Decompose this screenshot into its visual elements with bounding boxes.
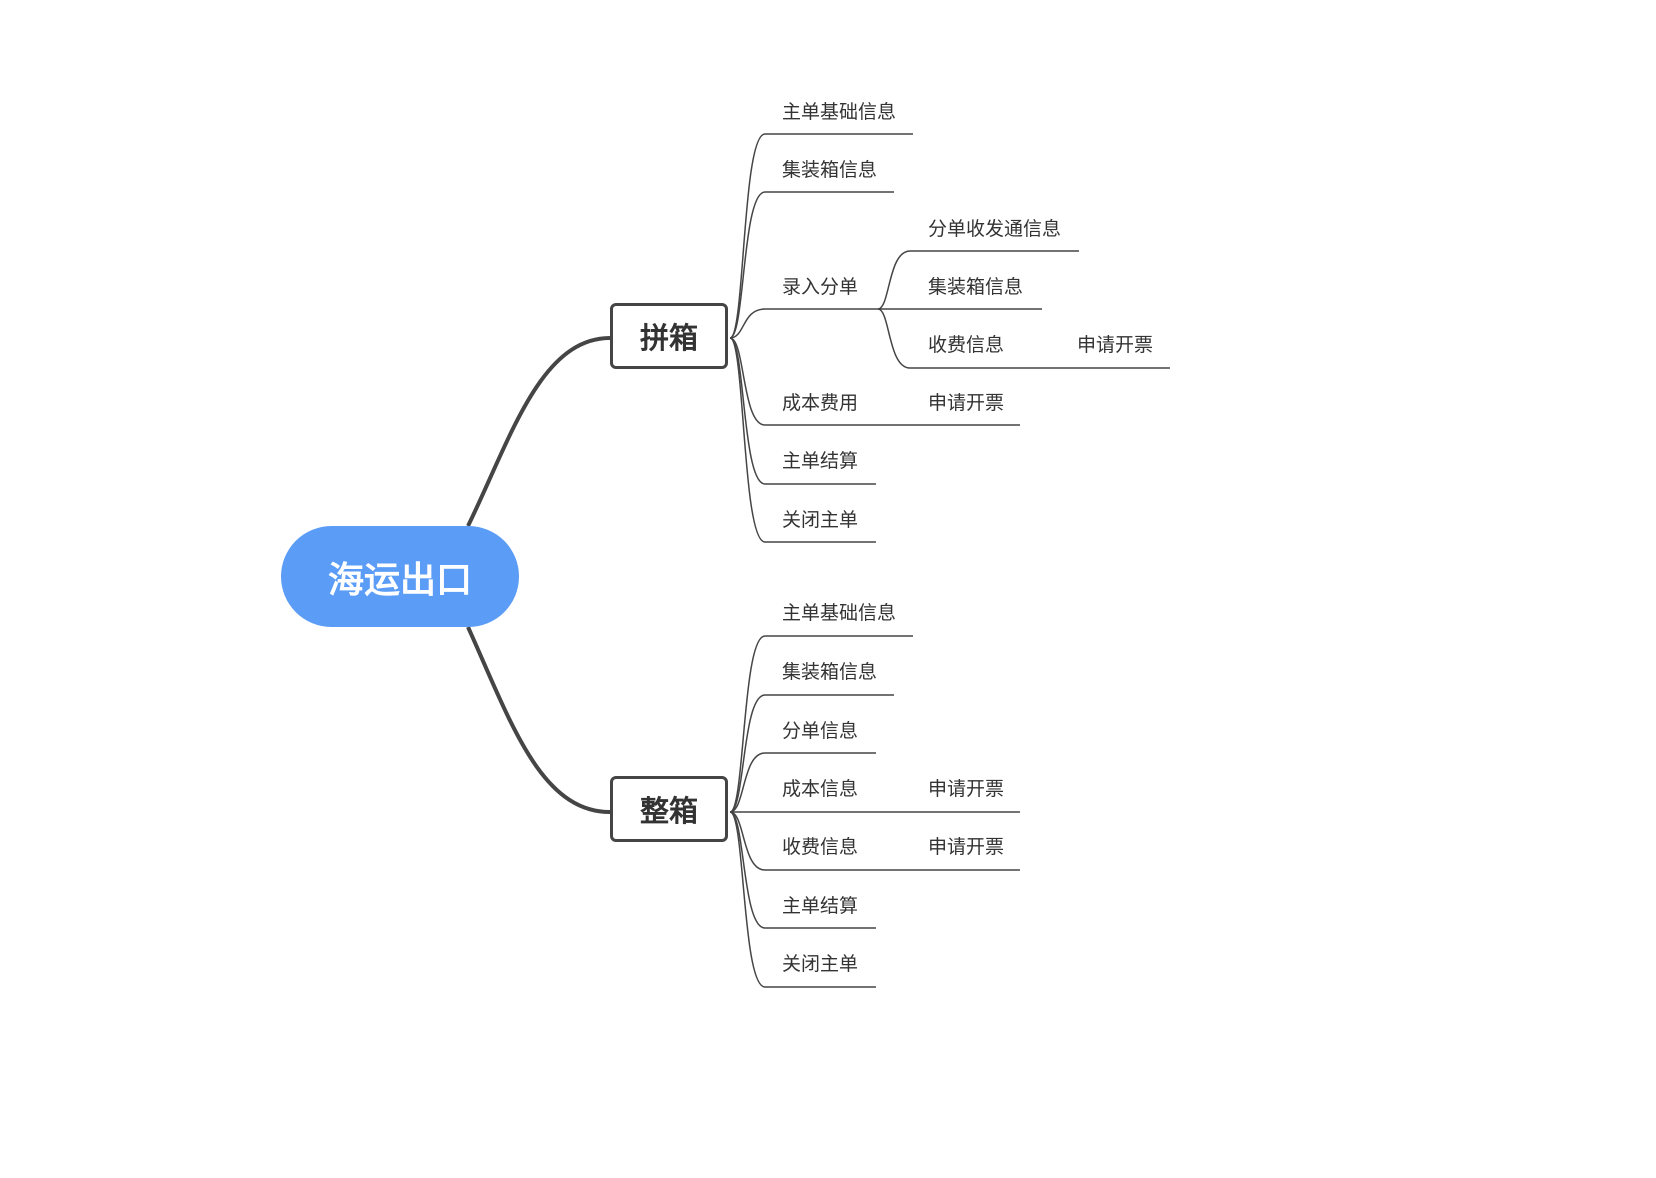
connector-pin-2 (729, 308, 878, 339)
connector-root-to-pinxiang (466, 336, 611, 527)
leaf-node[interactable]: 申请开票 (928, 836, 1005, 858)
leaf-node[interactable]: 申请开票 (1077, 334, 1154, 356)
connector-zheng-0 (729, 635, 913, 813)
connector-zheng-4 (729, 811, 1020, 871)
leaf-node[interactable]: 申请开票 (928, 778, 1005, 800)
connector-luru-2 (877, 308, 1170, 369)
connector-root-to-zhengxiang (466, 626, 611, 814)
leaf-node[interactable]: 录入分单 (782, 276, 859, 298)
leaf-node[interactable]: 主单基础信息 (782, 602, 897, 624)
leaf-node[interactable]: 成本信息 (782, 778, 859, 800)
connector-zheng-2 (729, 752, 876, 813)
leaf-node[interactable]: 成本费用 (782, 392, 859, 414)
leaf-node[interactable]: 分单信息 (782, 720, 859, 742)
leaf-node[interactable]: 集装箱信息 (928, 276, 1024, 298)
leaf-node[interactable]: 关闭主单 (782, 953, 859, 975)
connector-zheng-1 (729, 694, 894, 813)
leaf-node[interactable]: 收费信息 (928, 334, 1005, 356)
connector-zheng-6 (729, 811, 876, 988)
root-label: 海运出口 (327, 559, 472, 601)
leaf-node[interactable]: 收费信息 (782, 836, 859, 858)
root-node[interactable]: 海运出口 (281, 526, 519, 627)
leaf-node[interactable]: 申请开票 (928, 392, 1005, 414)
leaf-node[interactable]: 集装箱信息 (782, 661, 878, 683)
branch-label: 整箱 (639, 794, 698, 828)
connector-luru-0 (877, 250, 1079, 310)
leaf-node[interactable]: 分单收发通信息 (928, 218, 1062, 240)
leaf-node[interactable]: 关闭主单 (782, 509, 859, 531)
connector-pin-1 (729, 191, 894, 339)
branch-node-pinxiang[interactable]: 拼箱 (610, 303, 728, 369)
leaf-node[interactable]: 集装箱信息 (782, 159, 878, 181)
branch-label: 拼箱 (639, 321, 698, 355)
connector-pin-3 (729, 337, 1020, 426)
leaf-node[interactable]: 主单结算 (782, 895, 859, 917)
connector-pin-0 (729, 133, 913, 339)
leaf-node[interactable]: 主单结算 (782, 450, 859, 472)
branch-node-zhengxiang[interactable]: 整箱 (610, 776, 728, 842)
leaf-node[interactable]: 主单基础信息 (782, 101, 897, 123)
connector-pin-5 (729, 337, 876, 543)
